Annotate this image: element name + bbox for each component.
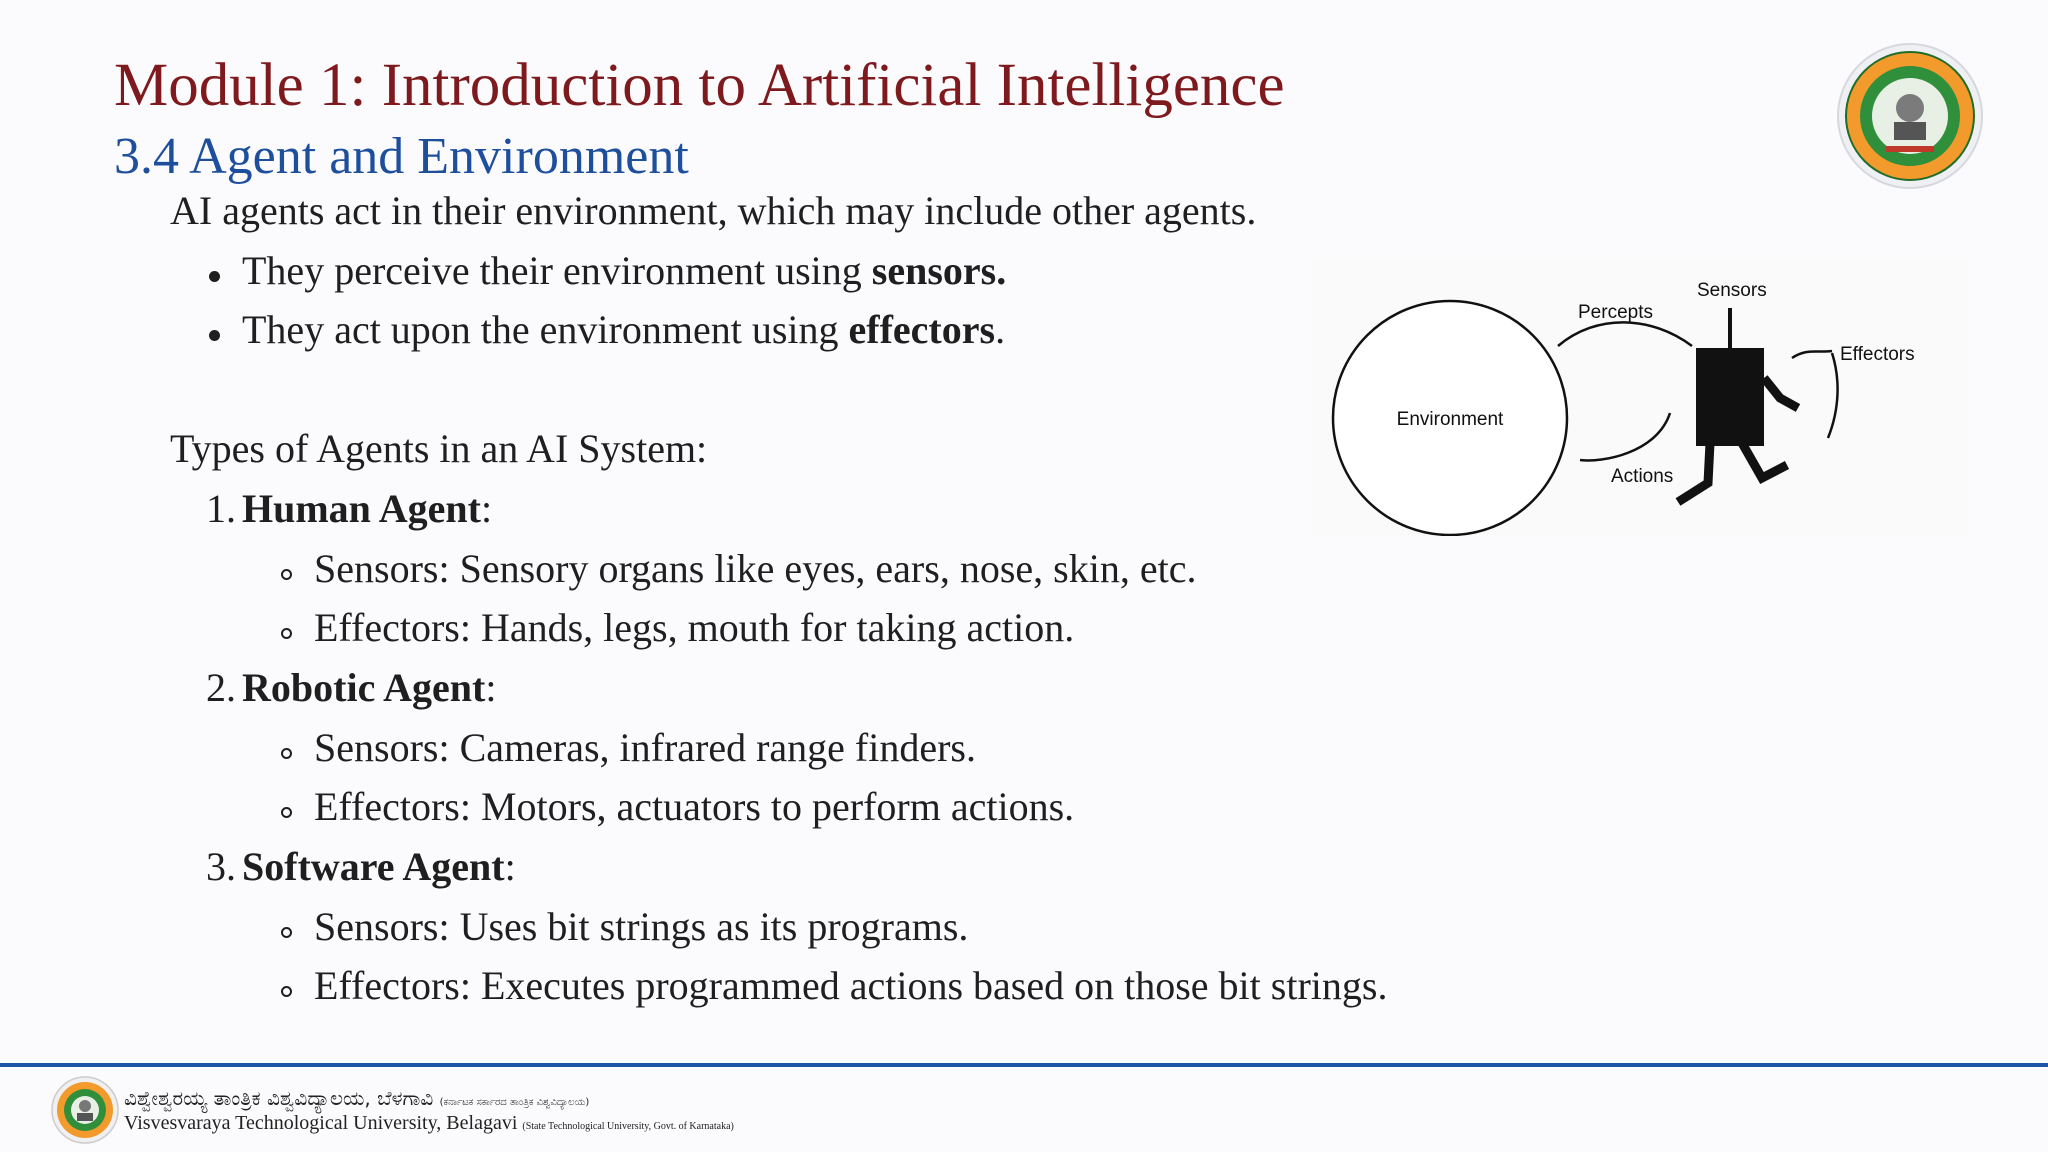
effectors-label: Effectors bbox=[1840, 344, 1915, 365]
sub-bullet bbox=[281, 927, 292, 938]
vtu-emblem-icon bbox=[51, 1076, 119, 1144]
sub-bullet bbox=[281, 748, 292, 759]
intro-text: AI agents act in their environment, whic… bbox=[170, 188, 1257, 233]
agent-arm bbox=[1760, 375, 1801, 412]
percepts-label: Percepts bbox=[1578, 302, 1653, 323]
agent-leg-back bbox=[1675, 442, 1715, 506]
bullet-dot bbox=[209, 271, 220, 282]
percepts-arrow bbox=[1557, 321, 1693, 348]
software-sensors: Sensors: Uses bit strings as its program… bbox=[314, 904, 969, 949]
robotic-effectors: Effectors: Motors, actuators to perform … bbox=[314, 784, 1075, 829]
sub-bullet bbox=[281, 628, 292, 639]
bullet-effectors: They act upon the environment using effe… bbox=[242, 307, 1006, 352]
agent-leg-front bbox=[1738, 440, 1790, 484]
types-heading: Types of Agents in an AI System: bbox=[170, 426, 708, 471]
agent-name-robotic: Robotic Agent: bbox=[242, 665, 497, 710]
agent-number: 2. bbox=[206, 665, 236, 710]
agent-body bbox=[1696, 348, 1764, 446]
software-effectors: Effectors: Executes programmed actions b… bbox=[314, 963, 1388, 1008]
agent-number: 3. bbox=[206, 844, 236, 889]
effectors-arrow bbox=[1826, 352, 1839, 439]
agent-name-software: Software Agent: bbox=[242, 844, 516, 889]
environment-circle bbox=[1331, 299, 1569, 536]
university-name-english: Visvesvaraya Technological University, B… bbox=[124, 1112, 734, 1134]
human-sensors: Sensors: Sensory organs like eyes, ears,… bbox=[314, 546, 1197, 591]
human-effectors: Effectors: Hands, legs, mouth for taking… bbox=[314, 605, 1075, 650]
agent-number: 1. bbox=[206, 486, 236, 531]
bullet-sensors: They perceive their environment using se… bbox=[242, 248, 1007, 293]
slide-subtitle: 3.4 Agent and Environment bbox=[114, 128, 689, 185]
robotic-sensors: Sensors: Cameras, infrared range finders… bbox=[314, 725, 976, 770]
agent-environment-diagram: Environment Percepts Sensors Effectors A… bbox=[1312, 258, 1968, 536]
sensors-label: Sensors bbox=[1697, 280, 1767, 301]
sub-bullet bbox=[281, 569, 292, 580]
bullet-dot bbox=[209, 330, 220, 341]
environment-label: Environment bbox=[1397, 409, 1504, 430]
actions-label: Actions bbox=[1611, 466, 1673, 487]
sub-bullet bbox=[281, 807, 292, 818]
agent-name-human: Human Agent: bbox=[242, 486, 493, 531]
slide-title: Module 1: Introduction to Artificial Int… bbox=[114, 52, 1285, 119]
actions-arrow bbox=[1579, 412, 1672, 462]
sub-bullet bbox=[281, 986, 292, 997]
vtu-emblem-icon bbox=[1837, 43, 1983, 189]
university-name-kannada: ವಿಶ್ವೇಶ್ವರಯ್ಯ ತಾಂತ್ರಿಕ ವಿಶ್ವವಿದ್ಯಾಲಯ, ಬೆ… bbox=[124, 1086, 590, 1110]
footer-divider bbox=[0, 1063, 2048, 1067]
